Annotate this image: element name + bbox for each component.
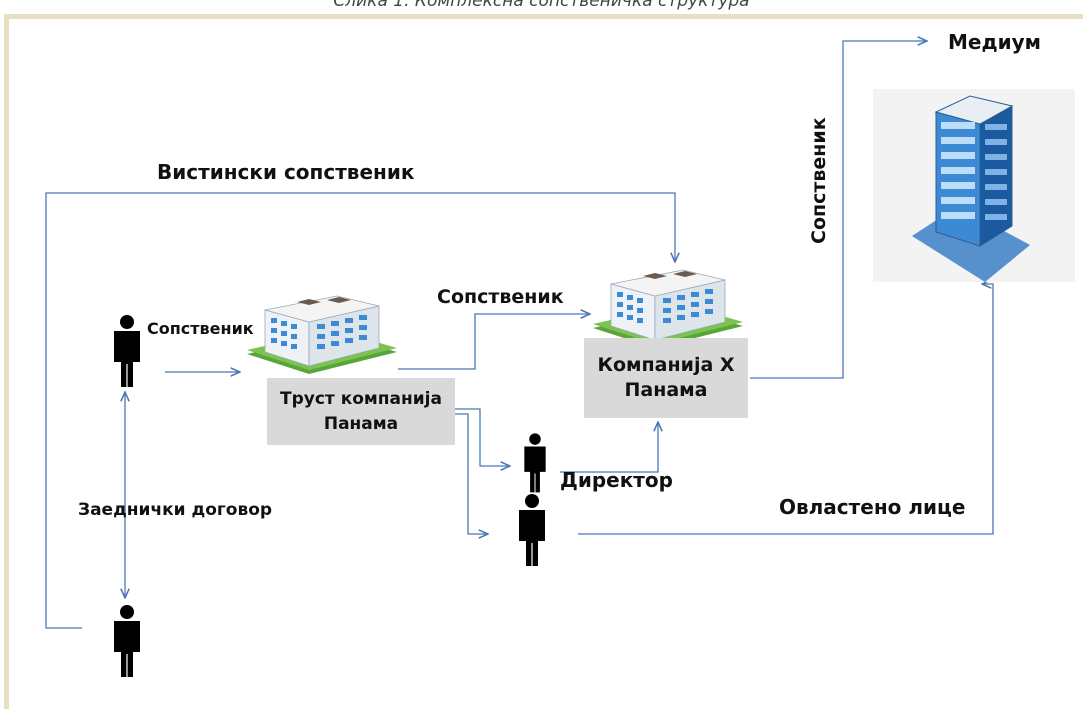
company-building-icon xyxy=(592,269,744,349)
trust-company-name: Труст компанија xyxy=(280,388,442,409)
trust-building-icon xyxy=(246,295,398,375)
trust-company-box: Труст компанија Панама xyxy=(267,378,455,445)
beneficial-owner-connector xyxy=(45,192,675,629)
owner-person-icon xyxy=(113,314,141,388)
trust-company-country: Панама xyxy=(323,413,399,434)
owner-vertical-label: Сопственик xyxy=(808,117,830,244)
trust-to-authorized-connector xyxy=(455,413,488,534)
beneficial-owner-label: Вистински сопственик xyxy=(157,160,415,184)
connector-layer xyxy=(45,0,1075,678)
authorized-person-icon xyxy=(518,493,546,567)
trust-to-director-connector xyxy=(455,408,510,466)
authorized-person-label: Овластено лице xyxy=(779,495,966,519)
joint-agreement-label: Заеднички договор xyxy=(78,500,273,520)
owner-trust-label: Сопственик xyxy=(437,286,564,308)
medium-label: Медиум xyxy=(948,30,1042,54)
beneficial-owner-person-icon xyxy=(113,604,141,678)
figure-caption: Слика 1. Комплексна сопственичка структу… xyxy=(333,0,750,11)
company-x-country: Панама xyxy=(624,379,708,401)
director-to-company-connector xyxy=(560,422,658,473)
director-person-icon xyxy=(523,432,547,493)
authorized-to-medium-connector xyxy=(578,284,994,535)
media-building-icon xyxy=(873,89,1075,282)
company-x-name: Компанија X xyxy=(597,354,735,376)
trust-to-company-connector xyxy=(398,314,590,370)
owner-person-label: Сопственик xyxy=(147,319,254,338)
company-to-medium-connector xyxy=(750,41,927,379)
company-x-box: Компанија X Панама xyxy=(584,338,748,418)
director-label: Директор xyxy=(560,468,673,492)
